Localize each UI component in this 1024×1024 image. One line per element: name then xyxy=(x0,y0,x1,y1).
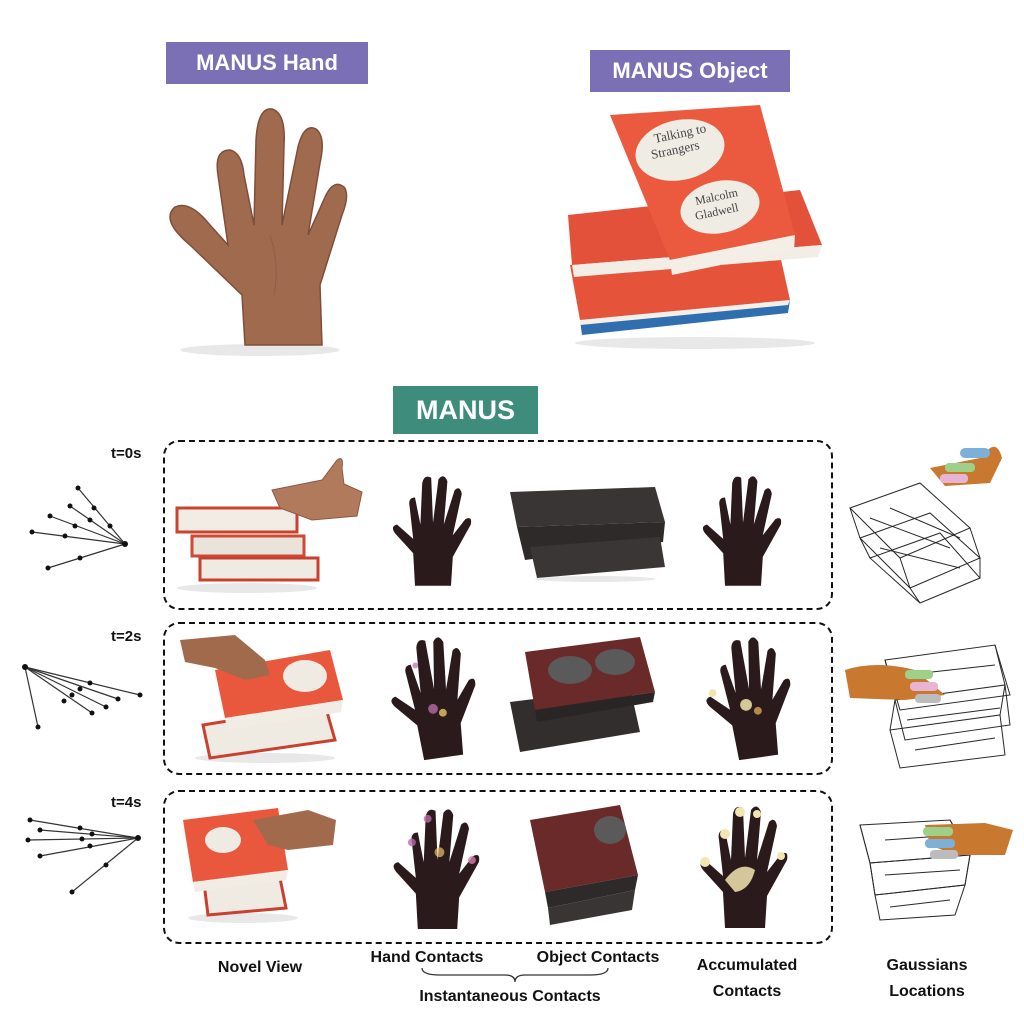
skeleton-row-3 xyxy=(25,817,141,895)
time-label-row-1: t=0s xyxy=(111,445,142,462)
gaussians-row-1 xyxy=(849,446,1002,604)
row-box-1 xyxy=(163,440,833,610)
row-box-2 xyxy=(163,622,833,775)
gaussians-row-3 xyxy=(859,819,1013,921)
row-box-3 xyxy=(163,790,833,944)
object-contacts-row-1 xyxy=(510,487,665,582)
time-label-row-3: t=4s xyxy=(111,794,142,811)
object-contacts-row-3 xyxy=(530,805,638,925)
hand-contacts-row-1 xyxy=(388,465,478,593)
manus-object-image: Talking to Strangers Malcolm Gladwell xyxy=(568,105,822,349)
accumulated-contacts-row-1 xyxy=(698,465,788,593)
hand-contacts-row-3 xyxy=(385,803,490,931)
accumulated-contacts-row-3 xyxy=(700,800,800,930)
label-instantaneous-contacts: Instantaneous Contacts xyxy=(419,988,601,1005)
time-label-row-2: t=2s xyxy=(111,628,142,645)
novel-view-row-1 xyxy=(175,458,363,593)
label-hand-contacts: Hand Contacts xyxy=(370,949,484,966)
hand-contacts-row-2 xyxy=(380,632,490,760)
label-gaussians-locations-line1: Gaussians xyxy=(886,957,968,974)
manus-hand-image xyxy=(169,108,348,356)
accumulated-contacts-row-2 xyxy=(695,632,805,760)
label-object-contacts: Object Contacts xyxy=(536,949,660,966)
gaussians-row-2 xyxy=(845,644,1011,769)
manus-object-tag: MANUS Object xyxy=(590,50,790,92)
novel-view-row-2 xyxy=(180,635,343,763)
label-accumulated-contacts-line1: Accumulated xyxy=(696,957,798,974)
manus-method-tag: MANUS xyxy=(393,386,538,434)
label-accumulated-contacts-line2: Contacts xyxy=(712,983,782,1000)
novel-view-row-3 xyxy=(183,808,336,923)
label-gaussians-locations-line2: Locations xyxy=(889,983,965,1000)
skeleton-row-1 xyxy=(29,485,128,571)
object-contacts-row-2 xyxy=(510,637,655,752)
instantaneous-brace xyxy=(421,967,609,983)
label-novel-view: Novel View xyxy=(217,959,303,976)
manus-hand-tag: MANUS Hand xyxy=(166,42,368,84)
skeleton-row-2 xyxy=(22,664,143,730)
